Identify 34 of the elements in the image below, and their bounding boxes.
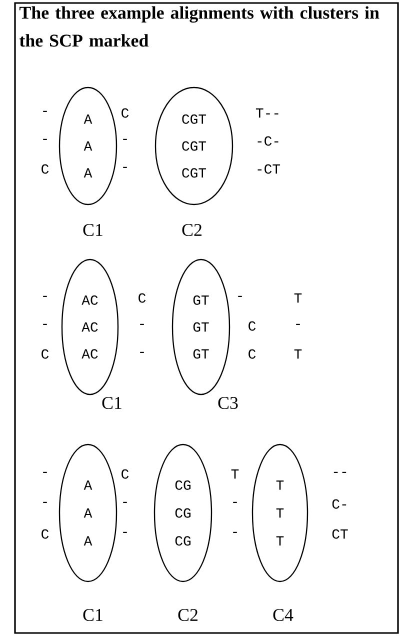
sequence-residue: C <box>122 469 129 479</box>
sequence-residue: T <box>294 349 302 359</box>
sequence-residue: - <box>123 138 127 140</box>
cluster-label: C1 <box>102 396 122 410</box>
sequence-residue: CT <box>332 529 348 539</box>
sequence-residue: C- <box>332 499 346 509</box>
sequence-residue: C <box>248 349 256 359</box>
cluster-label: C1 <box>83 224 102 236</box>
sequence-residue: - <box>140 324 144 325</box>
sequence-residue: C <box>138 293 146 303</box>
cluster-label: C1 <box>83 608 102 622</box>
sequence-residue: - <box>123 166 127 168</box>
sequence-residue: -CT <box>258 164 280 174</box>
sequence-residue: - <box>43 296 47 297</box>
sequence-residue: - <box>123 502 127 503</box>
sequence-residue: - <box>233 502 237 503</box>
sequence-residue: - <box>140 352 144 353</box>
sequence-residue: T-- <box>256 108 278 118</box>
sequence-residue: -- <box>334 472 346 473</box>
sequence-residue: - <box>233 532 237 533</box>
sequence-residue: C <box>122 108 129 118</box>
sequence-residue: T <box>231 469 239 479</box>
sequence-residue: C <box>42 349 49 359</box>
sequence-residue: - <box>123 532 127 533</box>
sequence-residue: - <box>43 324 47 325</box>
cluster-label: C4 <box>273 608 294 622</box>
title: The three example alignments with clusters in the SCP marked <box>19 6 380 47</box>
sequence-residue: - <box>296 324 300 325</box>
sequence-residue: T <box>294 293 302 303</box>
cluster-label: C2 <box>182 224 202 236</box>
cluster-label: C3 <box>218 396 238 410</box>
sequence-residue: C <box>248 321 256 331</box>
cluster-label: C2 <box>178 608 198 622</box>
sequence-residue: -C- <box>258 136 278 146</box>
